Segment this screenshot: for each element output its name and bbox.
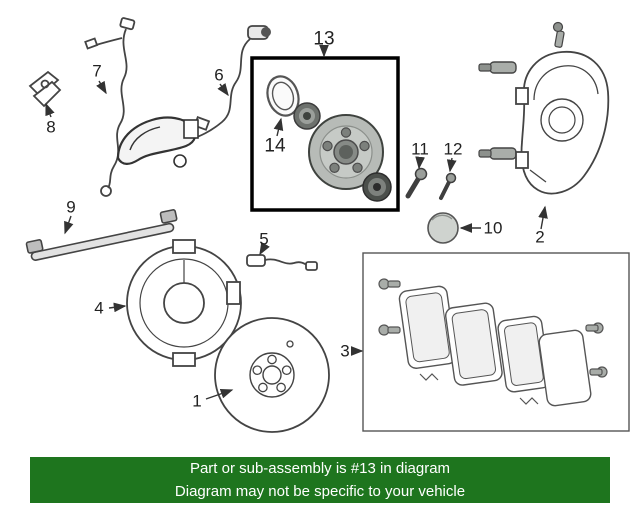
part-label-12: 12 <box>443 139 463 159</box>
brake-caliper-drawing <box>478 21 610 195</box>
part-label-7: 7 <box>92 61 102 81</box>
part-label-3: 3 <box>340 341 350 361</box>
hub-assembly-highlight-box <box>250 56 400 212</box>
seal-drawing <box>266 75 300 117</box>
abs-wire-front-drawing <box>84 17 136 197</box>
brake-pads-drawing <box>362 252 630 432</box>
link-rod-drawing <box>25 209 178 261</box>
part-label-8: 8 <box>46 117 56 137</box>
part-label-4: 4 <box>94 298 104 318</box>
banner-line-2: Diagram may not be specific to your vehi… <box>174 483 466 500</box>
part-label-10: 10 <box>483 218 503 238</box>
banner-line-1: Part or sub-assembly is #13 in diagram <box>189 460 451 477</box>
brake-rotor-drawing <box>214 317 330 433</box>
part-label-1: 1 <box>192 391 202 411</box>
part-label-11: 11 <box>411 139 429 159</box>
part-label-9: 9 <box>66 197 76 217</box>
bearing-small-drawing <box>293 102 321 130</box>
bolts-drawing <box>405 167 457 200</box>
dust-cap-drawing <box>427 212 459 244</box>
part-label-5: 5 <box>259 229 269 249</box>
bearing-large-drawing <box>362 172 392 202</box>
diagram-drawing <box>25 17 630 433</box>
bracket-drawing <box>28 70 62 108</box>
wheel-hub-drawing <box>308 114 384 190</box>
part-label-6: 6 <box>214 65 224 85</box>
part-label-14: 14 <box>264 135 286 157</box>
splash-shield-drawing <box>126 239 242 367</box>
wear-sensor-drawing <box>246 254 318 271</box>
leader-arrows <box>45 44 548 400</box>
highlight-banner: Part or sub-assembly is #13 in diagram D… <box>30 457 610 503</box>
part-label-2: 2 <box>535 227 545 247</box>
sensor-bracket-drawing <box>116 116 199 168</box>
part-label-13: 13 <box>313 28 335 50</box>
abs-wire-rear-drawing <box>189 25 271 141</box>
